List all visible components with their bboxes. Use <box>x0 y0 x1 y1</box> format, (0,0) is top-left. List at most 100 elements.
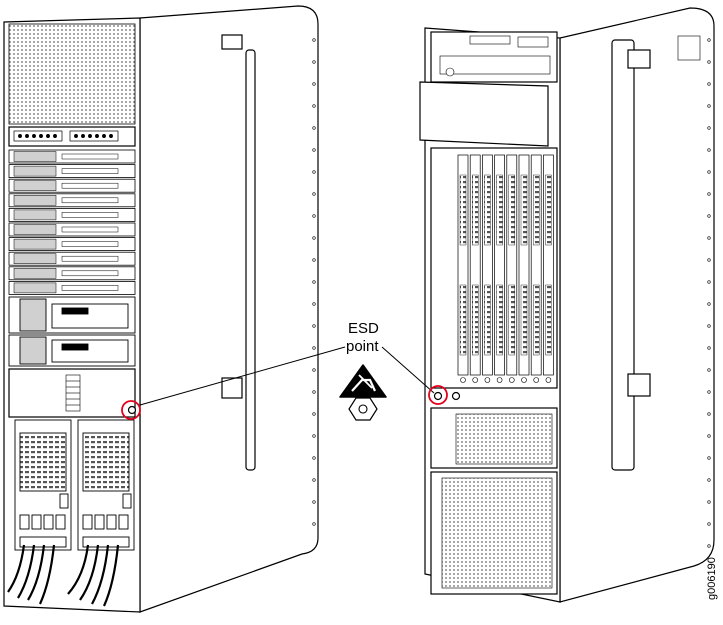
rivet <box>707 280 711 284</box>
line-card <box>8 222 136 237</box>
rear-control-board-details <box>439 35 551 77</box>
fabric-card <box>457 154 469 383</box>
rivet <box>707 126 711 130</box>
rivet <box>707 324 711 328</box>
fabric-card <box>506 154 518 383</box>
routing-engine-slots <box>8 296 136 367</box>
rivet <box>707 148 711 152</box>
rivet <box>707 82 711 86</box>
rivet <box>312 500 316 504</box>
line-card <box>8 164 136 179</box>
rivet <box>312 434 316 438</box>
line-card <box>8 280 136 295</box>
rivet <box>312 302 316 306</box>
right-side-handle-top <box>627 49 651 69</box>
line-card <box>8 266 136 281</box>
rivet <box>707 258 711 262</box>
rivet <box>312 214 316 218</box>
line-card <box>8 207 136 222</box>
rivet <box>707 214 711 218</box>
rivet <box>312 236 316 240</box>
esd-point-highlight-left <box>121 400 141 420</box>
callout-leader-left <box>139 346 346 406</box>
rivet <box>707 544 711 548</box>
right-esd-jack <box>433 391 443 401</box>
rivet <box>312 456 316 460</box>
left-line-cards <box>8 149 136 295</box>
rivet <box>707 302 711 306</box>
rivet <box>707 434 711 438</box>
left-side-rail <box>245 49 256 471</box>
rivet <box>312 148 316 152</box>
left-side-handle-top <box>221 34 243 50</box>
rivet <box>312 280 316 284</box>
rivet <box>312 104 316 108</box>
left-side-handle-bottom <box>221 377 243 399</box>
rivet <box>707 38 711 42</box>
right-esd-jack-2 <box>451 391 461 401</box>
callout-label-line2: point <box>346 338 379 355</box>
rear-fan-vent-upper <box>455 413 553 465</box>
rear-cable-tray <box>419 81 549 147</box>
fabric-card <box>518 154 530 383</box>
rivet <box>312 38 316 42</box>
craft-panel-ports <box>13 130 119 142</box>
rivet <box>312 192 316 196</box>
router-front-view <box>3 5 319 613</box>
rear-fan-vent-lower <box>441 477 553 589</box>
rear-label-plate <box>677 35 701 61</box>
rivet <box>312 258 316 262</box>
left-esd-jack <box>127 405 137 415</box>
line-card <box>8 251 136 266</box>
rivet <box>707 368 711 372</box>
esd-point-highlight-right <box>428 385 448 405</box>
line-card <box>8 178 136 193</box>
figure-id-label: g006190 <box>706 557 718 600</box>
router-rear-view <box>419 7 715 603</box>
rivet <box>312 324 316 328</box>
callout-label-line1: ESD <box>348 320 379 337</box>
right-side-rail <box>611 39 635 471</box>
rivet <box>707 522 711 526</box>
left-top-vent <box>8 23 136 125</box>
rivet <box>707 104 711 108</box>
fabric-card <box>530 154 542 383</box>
rivet <box>707 390 711 394</box>
rivet <box>312 478 316 482</box>
left-status-leds <box>65 374 81 412</box>
rivet <box>707 500 711 504</box>
left-side-rivets <box>312 38 316 526</box>
hex-nut-icon <box>348 397 378 421</box>
fabric-card <box>543 154 554 383</box>
rivet <box>707 236 711 240</box>
esd-warning-triangle-icon <box>339 364 387 398</box>
line-card <box>8 193 136 208</box>
right-chassis-side-panel <box>559 7 715 603</box>
rivet <box>707 192 711 196</box>
rivet <box>707 456 711 460</box>
rivet <box>707 412 711 416</box>
right-side-rivets <box>707 38 711 548</box>
rivet <box>312 60 316 64</box>
rivet <box>707 60 711 64</box>
line-card <box>8 149 136 164</box>
rivet <box>312 390 316 394</box>
rear-switch-fabric-cards <box>457 154 554 383</box>
rivet <box>707 170 711 174</box>
esd-callout: ESD point <box>139 320 435 421</box>
fabric-card <box>494 154 505 383</box>
right-side-handle-bottom <box>627 373 651 397</box>
power-cables <box>7 544 120 607</box>
line-card <box>8 237 136 252</box>
rivet <box>707 478 711 482</box>
rivet <box>312 522 316 526</box>
rivet <box>312 170 316 174</box>
rivet <box>312 368 316 372</box>
callout-leader-right <box>381 346 435 394</box>
left-chassis-side-panel <box>139 5 319 613</box>
rivet <box>312 412 316 416</box>
rivet <box>312 346 316 350</box>
rivet <box>312 82 316 86</box>
